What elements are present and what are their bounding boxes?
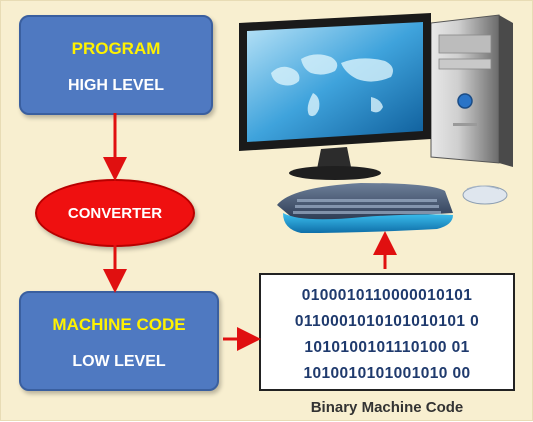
binary-caption: Binary Machine Code	[310, 399, 464, 416]
machine-code-label: MACHINE CODE	[52, 315, 186, 334]
low-level-label: LOW LEVEL	[72, 353, 166, 370]
mouse-icon	[462, 185, 508, 205]
computer-icon	[239, 13, 513, 233]
high-level-label: HIGH LEVEL	[67, 77, 164, 94]
cpu-tower-icon	[430, 14, 513, 167]
monitor-icon	[239, 13, 431, 180]
program-high-level-box: PROGRAM HIGH LEVEL	[19, 15, 213, 115]
binary-line-4: 1010010101001010 00	[303, 365, 471, 382]
binary-line-2: 0110001010101010101 0	[294, 313, 480, 330]
converter-ellipse: CONVERTER	[35, 179, 195, 247]
converter-label: CONVERTER	[67, 204, 163, 222]
keyboard-icon	[277, 183, 453, 233]
binary-code-box: 0100010110000010101 0110001010101010101 …	[259, 273, 515, 391]
machine-code-low-level-box: MACHINE CODE LOW LEVEL	[19, 291, 219, 391]
binary-line-1: 0100010110000010101	[301, 287, 473, 304]
binary-line-3: 1010100101110100 01	[304, 339, 470, 356]
program-label: PROGRAM	[71, 39, 161, 58]
